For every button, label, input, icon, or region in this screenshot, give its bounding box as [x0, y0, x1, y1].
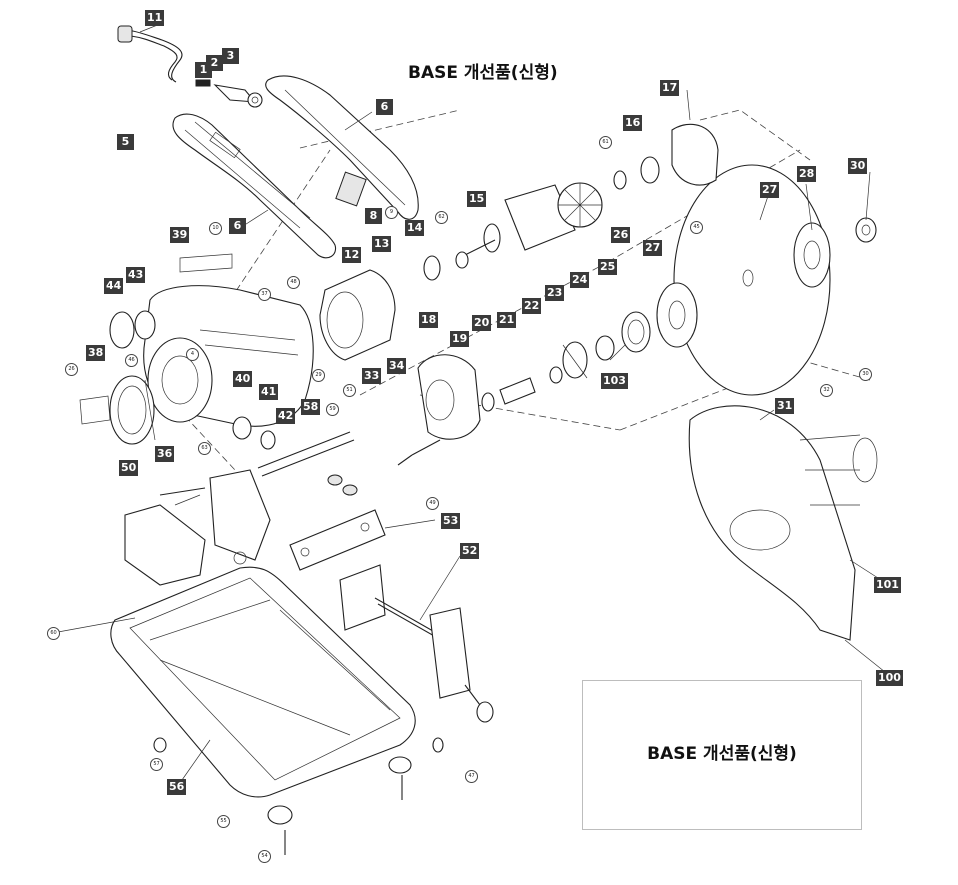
ref-circle: 59 [326, 403, 339, 416]
ref-circle: 29 [312, 369, 325, 382]
part-tag: 27 [643, 240, 663, 256]
note-box-text: BASE 개선품(신형) [647, 744, 797, 764]
ref-circle: 26 [65, 363, 78, 376]
part-tag: 53 [441, 513, 461, 529]
ref-circle: 9 [385, 206, 398, 219]
part-tag: 16 [623, 115, 643, 131]
ref-circle: 10 [209, 222, 222, 235]
part-tag: 28 [797, 166, 817, 182]
part-tag: 2 [206, 55, 223, 71]
ref-circle: 37 [258, 288, 271, 301]
diagram-title: BASE 개선품(신형) [408, 63, 558, 83]
part-tag: 17 [660, 80, 680, 96]
part-tag: 40 [233, 371, 253, 387]
part-tag: 27 [760, 182, 780, 198]
ref-circle: 46 [125, 354, 138, 367]
part-tag: 26 [611, 227, 631, 243]
part-tag: 18 [419, 312, 439, 328]
part-tag: 30 [848, 158, 868, 174]
part-tag: 34 [387, 358, 407, 374]
ref-circle: 30 [859, 368, 872, 381]
part-tag: 58 [301, 399, 321, 415]
part-tag: 23 [545, 285, 565, 301]
ref-circle: 54 [258, 850, 271, 863]
ref-circle: 55 [217, 815, 230, 828]
part-tag: 11 [145, 10, 165, 26]
part-tag: 3 [222, 48, 239, 64]
part-tag: 22 [522, 298, 542, 314]
part-tag: 100 [876, 670, 903, 686]
part-tag: 20 [472, 315, 492, 331]
part-tag: 101 [874, 577, 901, 593]
part-tag: 31 [775, 398, 795, 414]
part-tag: 15 [467, 191, 487, 207]
part-tag: 50 [119, 460, 139, 476]
ref-circle: 51 [343, 384, 356, 397]
ref-circle: 62 [435, 211, 448, 224]
part-tag: 5 [117, 134, 134, 150]
ref-circle: 63 [198, 442, 211, 455]
part-tag: 21 [497, 312, 517, 328]
part-tag: 25 [598, 259, 618, 275]
part-tag: 42 [276, 408, 296, 424]
ref-circle: 49 [426, 497, 439, 510]
ref-circle: 47 [465, 770, 478, 783]
part-tag: 52 [460, 543, 480, 559]
part-tag: 39 [170, 227, 190, 243]
ref-circle: 45 [690, 221, 703, 234]
ref-circle: 61 [599, 136, 612, 149]
part-tag: 12 [342, 247, 362, 263]
part-tag: 36 [155, 446, 175, 462]
part-tag: 43 [126, 267, 146, 283]
ref-circle: 4 [186, 348, 199, 361]
part-tag: 44 [104, 278, 124, 294]
part-tag: 103 [601, 373, 628, 389]
part-tag: 38 [86, 345, 106, 361]
ref-circle: 48 [287, 276, 300, 289]
ref-circle: 32 [820, 384, 833, 397]
part-tag: 8 [365, 208, 382, 224]
part-tag: 13 [372, 236, 392, 252]
ref-circle: 60 [47, 627, 60, 640]
part-tag: 19 [450, 331, 470, 347]
part-tag: 41 [259, 384, 279, 400]
part-tag: 6 [229, 218, 246, 234]
part-tag: 24 [570, 272, 590, 288]
part-tag: 14 [405, 220, 425, 236]
part-tag: 33 [362, 368, 382, 384]
part-tag: 56 [167, 779, 187, 795]
part-tag: 6 [376, 99, 393, 115]
ref-circle: 57 [150, 758, 163, 771]
note-box: BASE 개선품(신형) [582, 680, 862, 830]
